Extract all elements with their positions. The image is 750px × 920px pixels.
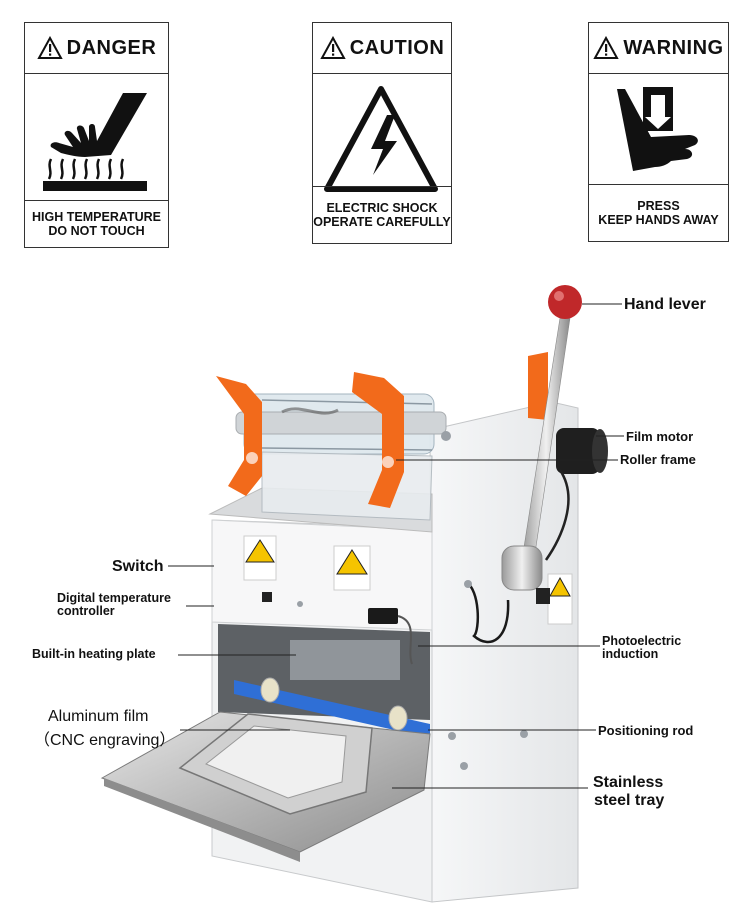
crush-hand-icon — [617, 87, 698, 171]
label-tray-2: steel tray — [594, 792, 665, 809]
sign-header: WARNING — [589, 23, 728, 74]
sign-title: CAUTION — [349, 36, 445, 59]
warning-triangle-icon — [36, 36, 63, 59]
power-switch — [262, 592, 272, 602]
electric-shock-icon — [324, 86, 438, 192]
label-roller-frame: Roller frame — [620, 452, 696, 467]
sign-header: CAUTION — [313, 23, 451, 74]
label-film-motor: Film motor — [626, 429, 694, 444]
label-switch: Switch — [112, 558, 164, 575]
lever-knob — [548, 285, 582, 319]
label-aluminum-2: （CNC engraving） — [34, 732, 176, 749]
label-positioning-rod: Positioning rod — [598, 723, 694, 738]
danger-sign: DANGER HIGH TEMPERATURE DO NOT TOUCH — [24, 22, 169, 248]
label-heating-plate: Built-in heating plate — [32, 647, 156, 661]
sign-line-2: DO NOT TOUCH — [48, 224, 145, 238]
label-photoelectric-2: induction — [602, 647, 659, 661]
warning-triangle-icon — [593, 36, 620, 59]
label-temp-controller-1: Digital temperature — [57, 591, 171, 605]
side-panel — [429, 401, 579, 903]
hot-surface-hand-icon — [43, 93, 148, 191]
label-tray-1: Stainless — [593, 774, 664, 791]
positioning-rod — [234, 680, 430, 738]
sign-line-1: ELECTRIC SHOCK — [326, 201, 438, 215]
caution-sign: CAUTION ELECTRIC SHOCK OPERATE CAREFULLY — [312, 22, 452, 244]
machine-warning-stickers — [243, 535, 573, 625]
sign-line-1: HIGH TEMPERATURE — [32, 210, 161, 224]
label-photoelectric-1: Photoelectric — [602, 634, 682, 648]
label-hand-lever: Hand lever — [624, 296, 706, 313]
roller-frame — [216, 352, 548, 508]
warning-triangle-icon — [319, 36, 346, 59]
label-aluminum-1: Aluminum film — [48, 708, 149, 725]
photoelectric-sensor — [368, 608, 398, 624]
film-motor — [556, 428, 600, 474]
sign-line-2: OPERATE CAREFULLY — [313, 215, 451, 229]
callout-lines — [168, 303, 624, 789]
sign-line-2: KEEP HANDS AWAY — [598, 213, 719, 227]
label-temp-controller-2: controller — [57, 604, 115, 618]
sign-line-1: PRESS — [637, 199, 680, 213]
sign-title: DANGER — [66, 36, 157, 59]
warning-sign: WARNING PRESS KEEP HANDS AWAY — [588, 22, 729, 242]
sign-header: DANGER — [25, 23, 168, 74]
sign-title: WARNING — [623, 36, 724, 59]
